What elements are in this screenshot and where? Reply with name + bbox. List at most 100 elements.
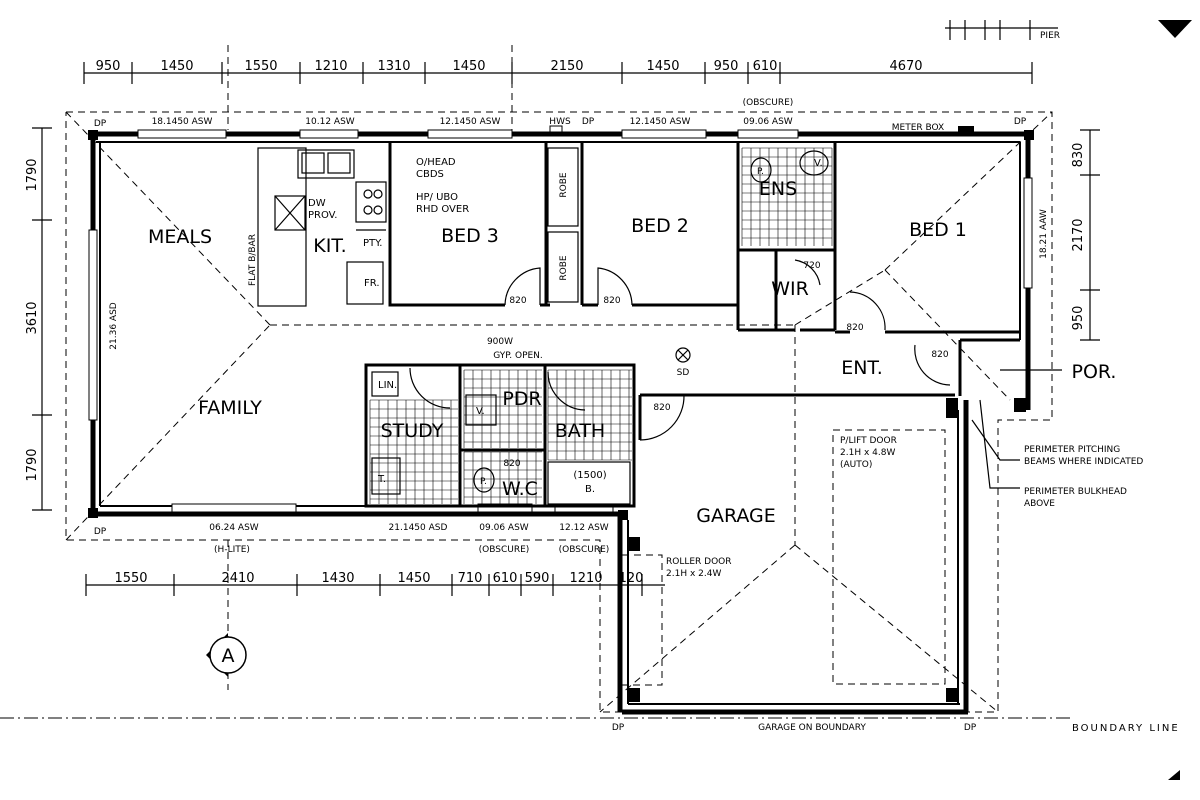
dp-label: DP — [1014, 117, 1027, 127]
left-dim: 1790 — [25, 158, 40, 191]
pitch-note: BEAMS WHERE INDICATED — [1024, 457, 1143, 467]
door-width: 820 — [503, 459, 520, 469]
door-width: 820 — [509, 296, 526, 306]
bath-size: (1500) — [573, 470, 606, 481]
room-bath: BATH — [555, 420, 605, 442]
room-pdr: PDR — [502, 388, 541, 410]
pitch-note: PERIMETER PITCHING — [1024, 445, 1120, 455]
room-por: POR. — [1072, 361, 1117, 383]
room-ent: ENT. — [841, 357, 883, 379]
room-wir: WIR — [771, 278, 809, 300]
room-labels: MEALS KIT. BED 3 BED 2 BED 1 FAMILY GARA… — [148, 178, 1117, 527]
top-dim: 1550 — [244, 59, 277, 74]
right-dim: 830 — [1071, 143, 1086, 168]
windows-bottom: 06.24 ASW (H-LITE) 21.1450 ASD 09.06 ASW… — [94, 503, 977, 733]
garage-boundary-label: GARAGE ON BOUNDARY — [758, 723, 866, 733]
plift-note: (AUTO) — [840, 460, 872, 470]
p-label: P. — [480, 477, 487, 487]
roller-note: ROLLER DOOR — [666, 557, 732, 567]
window-label: 06.24 ASW — [209, 523, 258, 533]
left-dim: 3610 — [25, 301, 40, 334]
flat-bar-note: FLAT B/BAR — [248, 234, 258, 286]
bottom-dim: 610 — [493, 571, 518, 586]
top-dim: 1450 — [646, 59, 679, 74]
b-label: B. — [585, 484, 595, 495]
pty-note: PTY. — [363, 238, 382, 249]
windows-top: 18.1450 ASW 10.12 ASW 12.1450 ASW 12.145… — [94, 98, 1027, 139]
obscure-note: (OBSCURE) — [743, 98, 794, 108]
door-width: 820 — [653, 403, 670, 413]
north-arrow-icon — [1158, 20, 1192, 38]
top-dim: 1450 — [452, 59, 485, 74]
plift-note: 2.1H x 4.8W — [840, 448, 895, 458]
room-bed3: BED 3 — [441, 225, 499, 247]
top-dim: 610 — [753, 59, 778, 74]
corner-arrow-icon — [1168, 770, 1180, 780]
annotations: O/HEAD CBDS HP/ UBO RHD OVER DW PROV. PT… — [248, 150, 1143, 733]
boundary-line-label: BOUNDARY LINE — [1072, 723, 1180, 734]
top-dim: 950 — [96, 59, 121, 74]
right-dim: 2170 — [1071, 218, 1086, 251]
top-dim: 2150 — [550, 59, 583, 74]
section-marker-label: A — [222, 645, 235, 667]
door-swings: 820 820 820 720 820 820 820 — [409, 259, 951, 469]
room-garage: GARAGE — [696, 505, 776, 527]
window-label: 21.1450 ASD — [389, 523, 448, 533]
left-dimension-line: 1790 3610 1790 — [25, 127, 52, 511]
dp-label: DP — [94, 527, 107, 537]
bottom-dim: 120 — [619, 571, 644, 586]
pier-marker: PIER — [945, 20, 1060, 41]
room-meals: MEALS — [148, 226, 212, 248]
door-width: 820 — [603, 296, 620, 306]
v-label: V. — [476, 406, 485, 417]
window-label: 21.36 ASD — [109, 302, 119, 349]
window-label: 10.12 ASW — [305, 117, 354, 127]
room-bed1: BED 1 — [909, 219, 967, 241]
bottom-dim: 1450 — [397, 571, 430, 586]
dw-note: PROV. — [308, 210, 337, 221]
top-dim: 1310 — [377, 59, 410, 74]
top-dim: 4670 — [889, 59, 922, 74]
room-family: FAMILY — [198, 397, 262, 419]
ohead-note: O/HEAD — [416, 157, 456, 168]
hlite-note: (H-LITE) — [214, 545, 250, 555]
gyp-note: 900W — [487, 337, 513, 347]
plift-note: P/LIFT DOOR — [840, 436, 897, 446]
dp-label: DP — [582, 117, 595, 127]
sd-label: SD — [677, 368, 690, 378]
room-ens: ENS — [759, 178, 797, 200]
window-label: 12.12 ASW — [559, 523, 608, 533]
robe-label: ROBE — [559, 255, 569, 281]
top-dimension-line: 950 1450 1550 1210 1310 1450 2150 1450 9… — [83, 45, 1033, 130]
roller-note: 2.1H x 2.4W — [666, 569, 721, 579]
room-kit: KIT. — [313, 235, 346, 257]
meter-box-label: METER BOX — [892, 123, 944, 133]
obscure-note: (OBSCURE) — [479, 545, 530, 555]
room-wc: W.C — [502, 478, 538, 500]
room-bed2: BED 2 — [631, 215, 689, 237]
bulk-note: ABOVE — [1024, 499, 1055, 509]
ohead-note: CBDS — [416, 169, 444, 180]
smoke-detector-icon — [675, 347, 691, 363]
dw-note: DW — [308, 198, 326, 209]
section-marker: A — [206, 540, 247, 690]
tile-patterns — [369, 147, 833, 504]
dp-label: DP — [612, 723, 625, 733]
fr-note: FR. — [364, 278, 380, 289]
room-study: STUDY — [381, 420, 444, 442]
right-dimension-line: 830 2170 950 — [1071, 129, 1100, 341]
bottom-dim: 1550 — [114, 571, 147, 586]
window-label: 18.21 AAW — [1039, 209, 1049, 259]
dp-label: DP — [964, 723, 977, 733]
hws-label: HWS — [549, 117, 571, 127]
bottom-dim: 2410 — [221, 571, 254, 586]
hp-note: HP/ UBO — [416, 192, 458, 203]
lin-label: LIN. — [378, 380, 397, 391]
window-label: 12.1450 ASW — [440, 117, 501, 127]
windows-side: 21.36 ASD 18.21 AAW — [88, 177, 1049, 421]
top-dim: 1450 — [160, 59, 193, 74]
right-dim: 950 — [1071, 306, 1086, 331]
p-label: P. — [757, 167, 764, 177]
dp-label: DP — [94, 119, 107, 129]
bottom-dim: 590 — [525, 571, 550, 586]
